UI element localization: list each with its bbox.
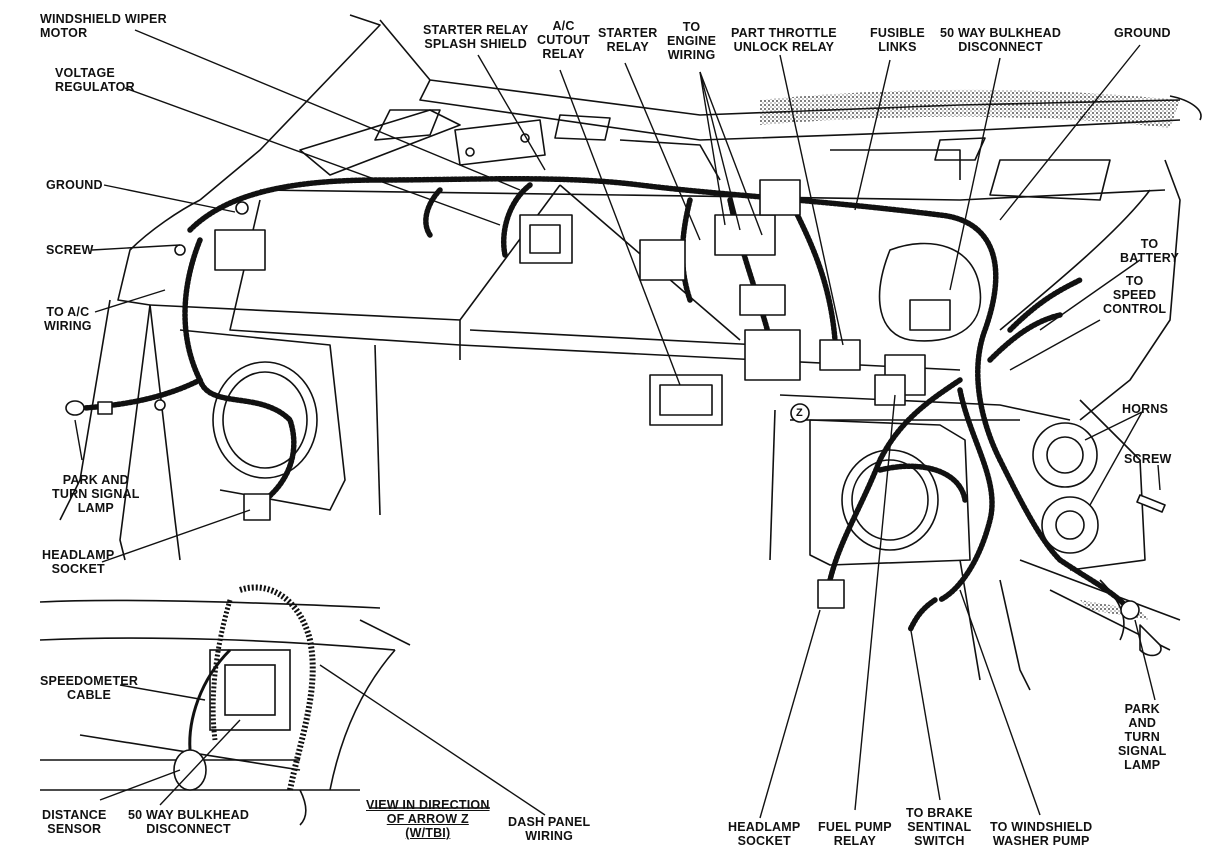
body-panels — [59, 14, 1202, 691]
label-headlamp-socket-right: HEADLAMP SOCKET — [728, 820, 801, 848]
label-starter-relay-splash-shield: STARTER RELAY SPLASH SHIELD — [423, 23, 529, 51]
label-to-engine-wiring: TO ENGINE WIRING — [667, 20, 717, 62]
label-part-throttle-unlock-relay: PART THROTTLE UNLOCK RELAY — [731, 26, 837, 54]
label-to-ac-wiring: TO A/C WIRING — [44, 305, 92, 333]
label-fusible-links: FUSIBLE LINKS — [870, 26, 925, 54]
label-starter-relay: STARTER RELAY — [598, 26, 658, 54]
label-50-way-bulkhead-bottom: 50 WAY BULKHEAD DISCONNECT — [128, 808, 250, 836]
label-to-battery: TO BATTERY — [1120, 237, 1180, 265]
label-fuel-pump-relay: FUEL PUMP RELAY — [818, 820, 892, 848]
components — [65, 119, 1166, 657]
label-headlamp-socket-left: HEADLAMP SOCKET — [42, 548, 115, 576]
label-dash-panel-wiring: DASH PANEL WIRING — [508, 815, 591, 843]
leader-lines — [74, 29, 1161, 819]
label-speedometer-cable: SPEEDOMETER CABLE — [40, 674, 139, 702]
label-horns: HORNS — [1122, 402, 1169, 416]
label-park-turn-signal-lamp-left: PARK AND TURN SIGNAL LAMP — [52, 473, 140, 515]
label-distance-sensor: DISTANCE SENSOR — [42, 808, 107, 836]
label-screw-right: SCREW — [1124, 452, 1172, 466]
label-ground-right: GROUND — [1114, 26, 1171, 40]
label-to-speed-control: TO SPEED CONTROL — [1103, 274, 1167, 316]
label-view-in-direction: VIEW IN DIRECTION OF ARROW Z (W/TBI) — [366, 798, 490, 840]
label-ac-cutout-relay: A/C CUTOUT RELAY — [537, 19, 591, 61]
label-arrow-z: Z — [796, 407, 803, 419]
label-ground-left: GROUND — [46, 178, 103, 192]
label-to-brake-sentinal-switch: TO BRAKE SENTINAL SWITCH — [906, 806, 973, 848]
inset-view — [39, 584, 411, 826]
label-screw-left: SCREW — [46, 243, 94, 257]
label-voltage-regulator: VOLTAGE REGULATOR — [55, 66, 135, 94]
label-50-way-bulkhead-top: 50 WAY BULKHEAD DISCONNECT — [940, 26, 1062, 54]
label-park-turn-signal-lamp-right: PARK AND TURN SIGNAL LAMP — [1118, 702, 1167, 772]
label-to-windshield-washer-pump: TO WINDSHIELD WASHER PUMP — [990, 820, 1093, 848]
label-windshield-wiper-motor: WINDSHIELD WIPER MOTOR — [40, 12, 167, 40]
